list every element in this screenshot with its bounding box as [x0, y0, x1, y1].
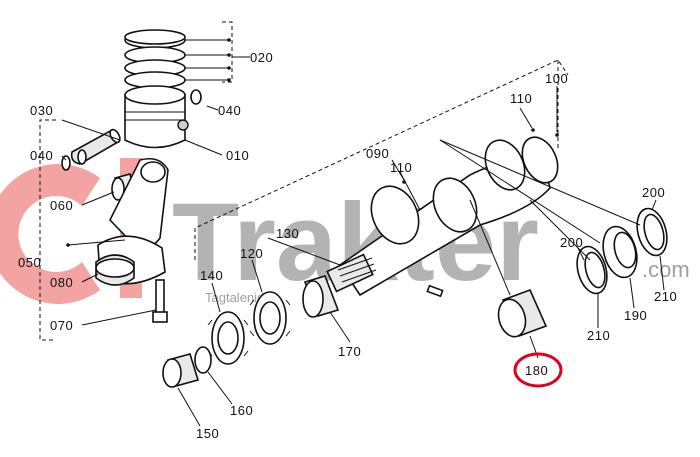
label-200-left: 200 [560, 235, 583, 250]
crank-gear-120 [249, 291, 291, 345]
label-070: 070 [50, 318, 73, 333]
crankshaft [326, 136, 559, 297]
label-030: 030 [30, 103, 53, 118]
crank-gear-140 [207, 311, 249, 365]
rod-bolt [152, 279, 168, 323]
label-110-right: 110 [510, 91, 532, 106]
oil-seal-210-left [576, 245, 608, 295]
leader-lines [61, 86, 665, 427]
crank-group-bracket [194, 59, 569, 260]
label-010: 010 [226, 148, 249, 163]
front-collar [162, 353, 200, 388]
label-100: 100 [545, 71, 568, 86]
bearing-housing-190 [602, 225, 638, 279]
circlip-upper [190, 89, 202, 105]
label-020: 020 [250, 50, 273, 65]
label-040-upper: 040 [218, 103, 241, 118]
label-120: 120 [240, 246, 263, 261]
piston-group-bracket [39, 21, 250, 341]
label-180: 180 [525, 363, 548, 378]
label-110-left: 110 [390, 160, 412, 175]
label-090: 090 [366, 146, 389, 161]
o-ring [194, 346, 212, 374]
label-210-left: 210 [587, 328, 610, 343]
label-060: 060 [50, 198, 73, 213]
label-210-right: 210 [654, 289, 677, 304]
highlight-circle [513, 352, 563, 388]
label-190: 190 [624, 308, 647, 323]
main-bearing [497, 288, 548, 338]
woodruff-key [426, 284, 444, 298]
label-170: 170 [338, 344, 361, 359]
big-end-bearing [95, 254, 135, 286]
watermark-suffix: .com [642, 257, 690, 282]
watermark-sub: Tagtalenid [205, 290, 264, 305]
circlip-lower [61, 149, 87, 171]
part-labels: 020 040 030 010 040 060 050 080 070 090 … [18, 50, 677, 441]
label-050: 050 [18, 255, 41, 270]
crank-collar [302, 275, 340, 318]
piston [124, 85, 189, 149]
label-130: 130 [276, 226, 299, 241]
label-140: 140 [200, 268, 223, 283]
label-200-right: 200 [642, 185, 665, 200]
oil-seal-210-right [636, 207, 668, 257]
piston-rings [124, 29, 231, 89]
label-040-lower: 040 [30, 148, 53, 163]
label-160: 160 [230, 403, 253, 418]
label-150: 150 [196, 426, 219, 441]
label-080: 080 [50, 275, 73, 290]
